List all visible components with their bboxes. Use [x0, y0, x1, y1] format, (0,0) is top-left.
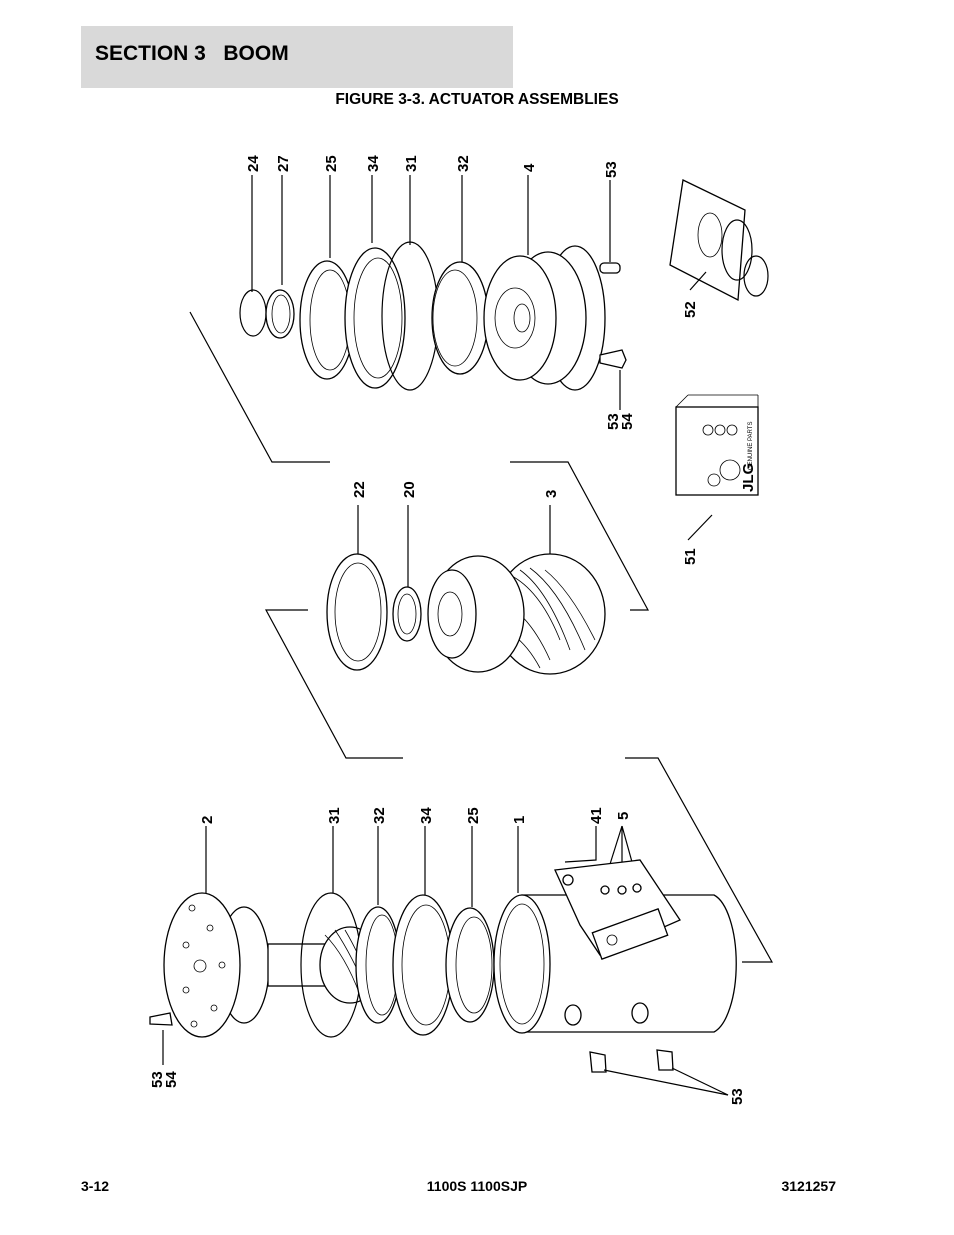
callouts-bottom: 2 31 32 34 25 1 41 5 53 54 53	[149, 807, 746, 1105]
callout-41: 41	[588, 807, 605, 824]
callout-31: 31	[403, 155, 420, 172]
bottom-actuator-group	[149, 825, 737, 1096]
figure-title: FIGURE 3-3. ACTUATOR ASSEMBLIES	[335, 91, 619, 108]
callout-51: 51	[682, 548, 699, 565]
footer-doc-number: 3121257	[781, 1178, 836, 1194]
callout-32-bottom: 32	[371, 807, 388, 824]
callout-24: 24	[245, 155, 262, 172]
kit-brand: JLG	[740, 463, 757, 492]
callout-54-bottom-left: 54	[163, 1071, 180, 1088]
callout-5: 5	[615, 812, 632, 820]
section-title: SECTION 3 BOOM	[95, 42, 289, 65]
callout-1: 1	[511, 816, 528, 824]
callout-53-bottom-right: 53	[729, 1088, 746, 1105]
section-header: SECTION 3 BOOM	[81, 26, 513, 88]
callout-31-bottom: 31	[326, 807, 343, 824]
callout-34-bottom: 34	[418, 807, 435, 824]
footer-page: 3-12	[81, 1178, 110, 1194]
callout-25-bottom: 25	[465, 807, 482, 824]
callout-22: 22	[351, 481, 368, 498]
callouts-middle: 22 20 3	[351, 481, 560, 498]
callout-53-kit: 53	[605, 413, 622, 430]
footer-model: 1100S 1100SJP	[426, 1178, 528, 1194]
callout-52: 52	[682, 301, 699, 318]
callouts-kits: 52 53 54 51	[605, 301, 699, 565]
callouts-top: 24 27 25 34 31 32 4 53	[245, 155, 620, 178]
callout-32: 32	[455, 155, 472, 172]
callout-20: 20	[401, 481, 418, 498]
middle-gear-group	[264, 505, 774, 963]
callout-34: 34	[365, 155, 382, 172]
callout-2: 2	[199, 816, 216, 824]
callout-3: 3	[543, 490, 560, 498]
callout-27: 27	[275, 155, 292, 172]
callout-53-bottom-left: 53	[149, 1071, 166, 1088]
top-seal-group	[189, 175, 650, 611]
callout-54-kit: 54	[619, 413, 636, 430]
callout-25: 25	[323, 155, 340, 172]
seal-kit-52	[669, 179, 769, 302]
callout-53-top: 53	[603, 161, 620, 178]
callout-4: 4	[521, 163, 538, 172]
kit-label: GENUINE PARTS	[748, 422, 754, 470]
parts-kit-51: GENUINE PARTS JLG	[675, 394, 759, 541]
